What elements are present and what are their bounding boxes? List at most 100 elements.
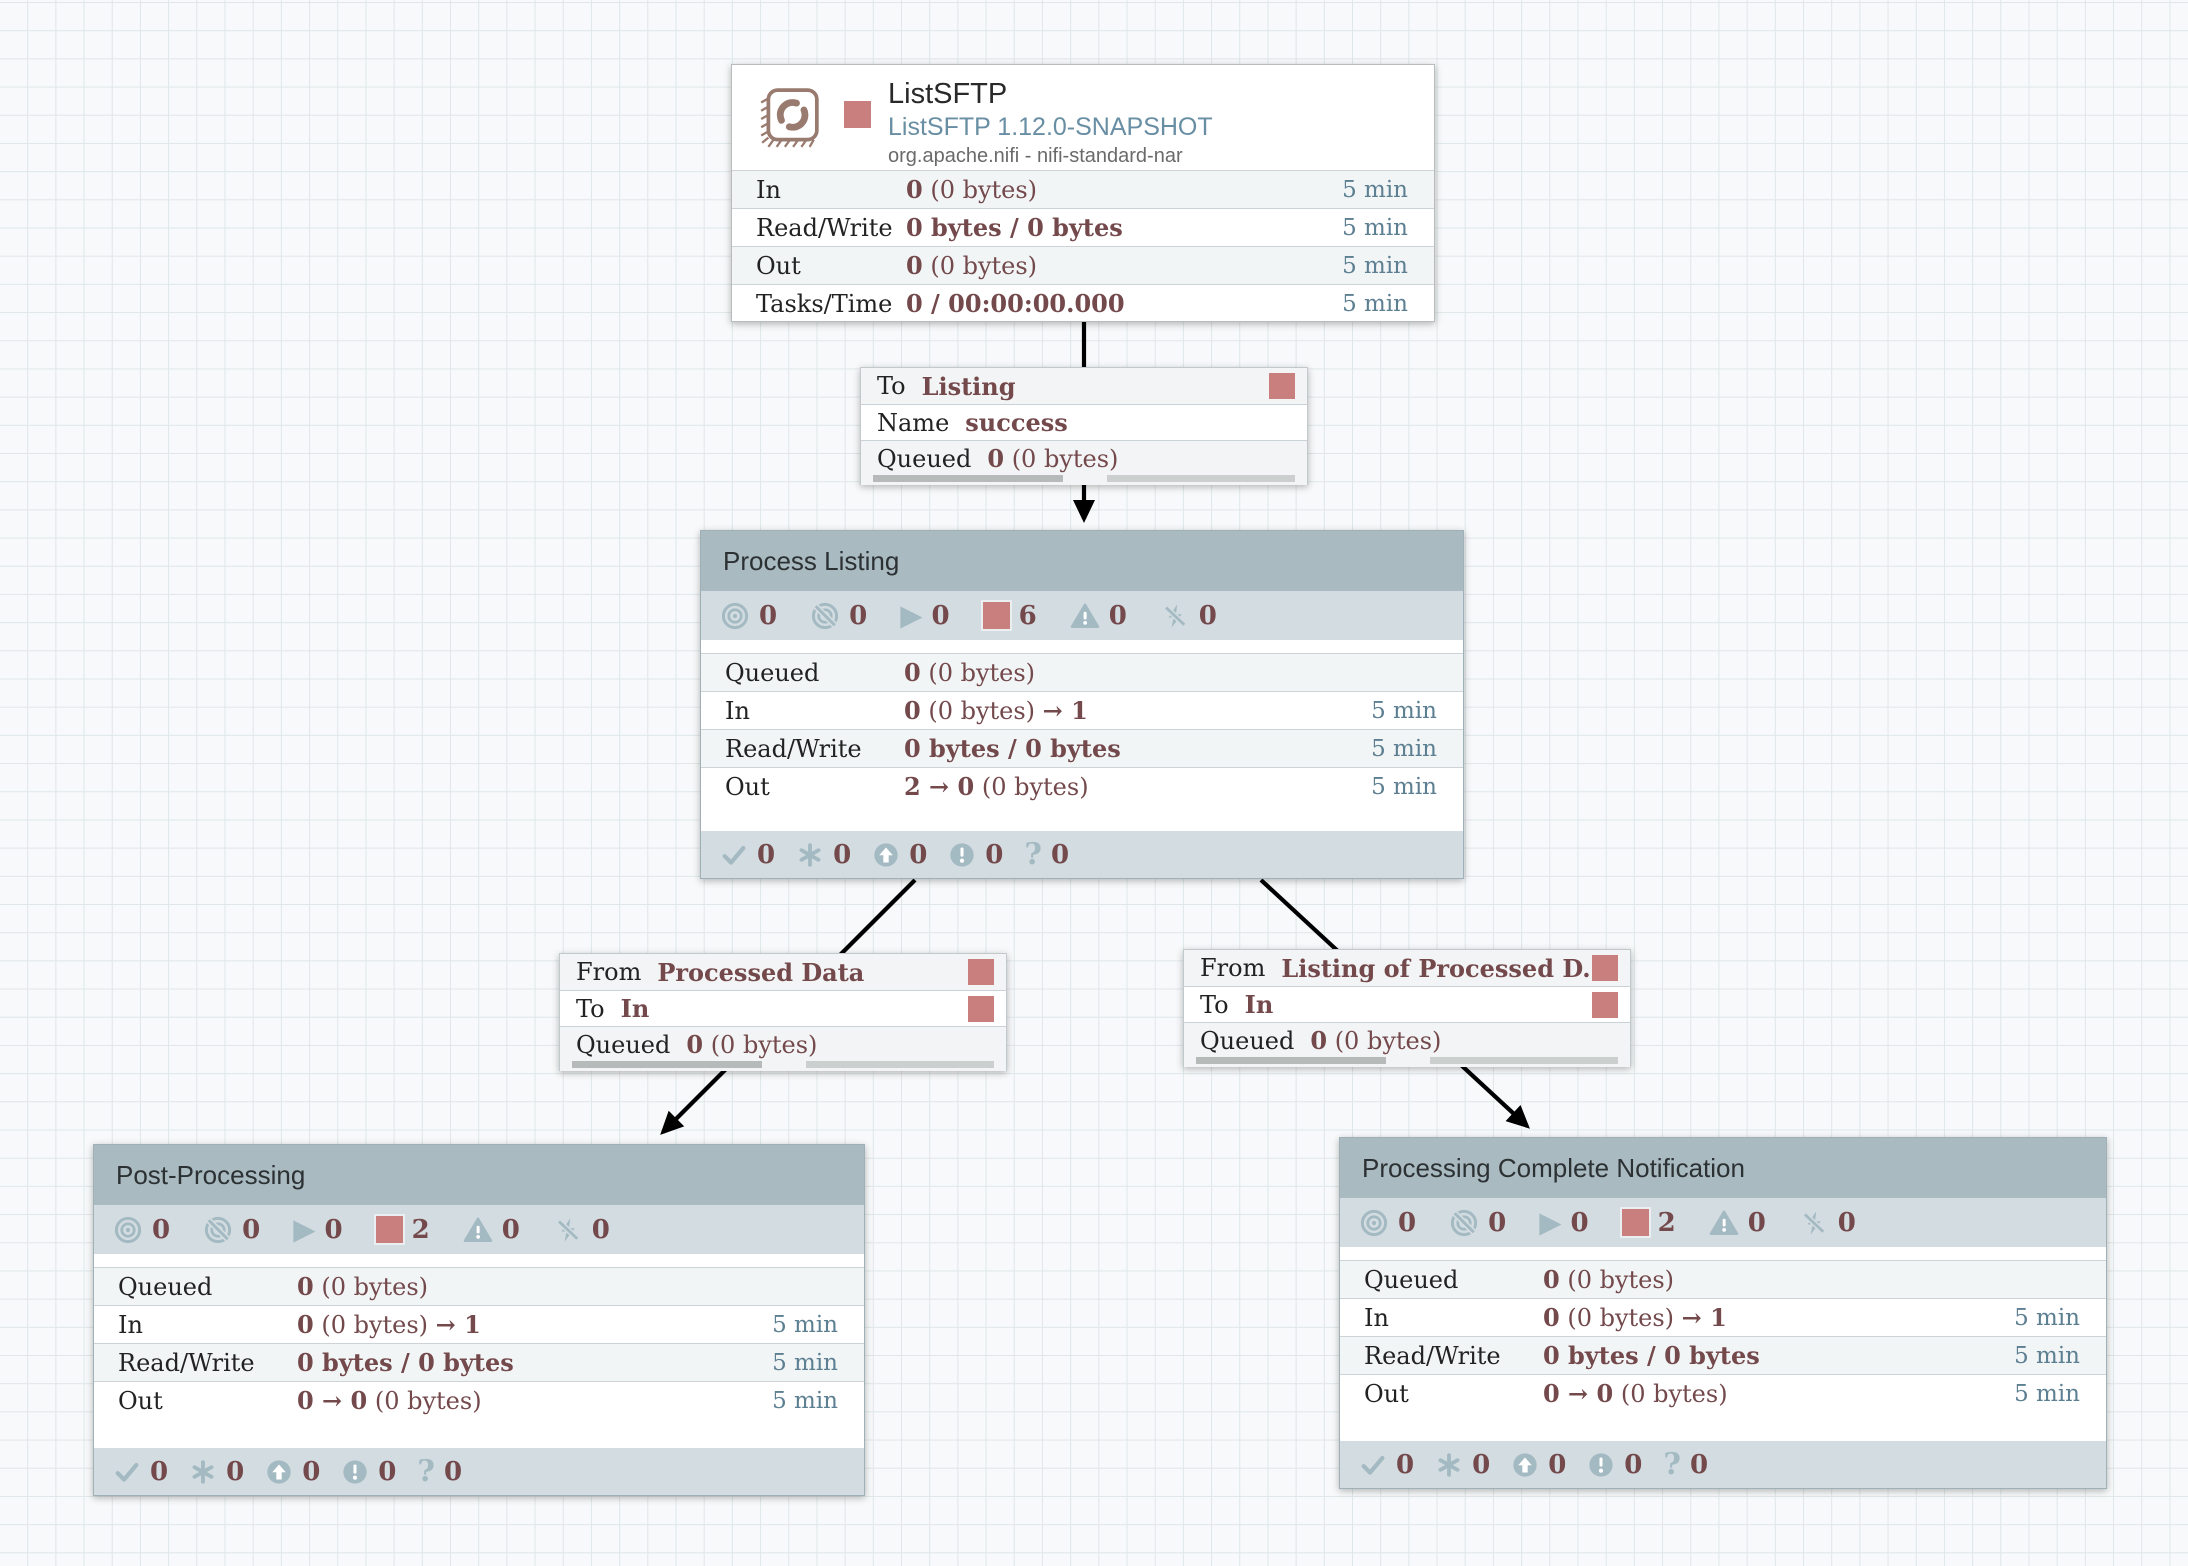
up-to-date-count: 0 [150,1456,169,1487]
queue-capacity-bars [1184,1057,1630,1067]
stat-window: 5 min [772,1311,838,1338]
queued-value: 0 (0 bytes) [987,444,1119,473]
stat-window: 5 min [1342,290,1408,317]
invalid-count: 0 [1108,600,1127,631]
process-group-header[interactable]: Process Listing [701,531,1463,591]
stopped-count: 2 [1657,1207,1676,1238]
stat-window: 5 min [772,1349,838,1376]
connection-label-listing-of-processed[interactable]: From Listing of Processed D... To In Que… [1183,949,1631,1067]
connection-row-value: Listing [921,371,1016,401]
connection-label-processed-data[interactable]: From Processed Data To In Queued 0 (0 by… [559,953,1007,1071]
queue-capacity-bars [560,1061,1006,1071]
stat-window: 5 min [2014,1304,2080,1331]
invalid-icon [463,1215,493,1245]
process-group-post-processing[interactable]: Post-Processing 0 0 ▶ 0 2 0 0 Queued 0 (… [93,1144,865,1496]
stopped-count: 6 [1018,600,1037,631]
stat-value: 2 → 0 (0 bytes) [904,772,1089,801]
connection-row-value: In [1244,990,1274,1019]
process-group-title: Process Listing [723,546,900,576]
process-group-processing-complete-notification[interactable]: Processing Complete Notification 0 0 ▶ 0… [1339,1137,2107,1489]
disabled-icon [1160,601,1190,631]
stopped-state-icon [844,101,871,128]
up-to-date-icon [720,841,748,869]
process-group-version-bar: 0 0 0 0 ? 0 [701,831,1463,878]
stat-value: 0 bytes / 0 bytes [906,213,1123,242]
invalid-count: 0 [501,1214,520,1245]
stat-value: 0 (0 bytes) → 1 [1543,1303,1727,1332]
disabled-icon [553,1215,583,1245]
stat-value: 0 (0 bytes) → 1 [297,1310,481,1339]
connection-row-label: Queued [1200,1026,1295,1055]
stat-label: Read/Write [725,734,862,763]
connection-row-label: Queued [576,1030,671,1059]
stopped-state-icon [968,959,994,985]
queue-size-bar [806,1061,994,1068]
process-group-header[interactable]: Post-Processing [94,1145,864,1205]
processor-listsftp[interactable]: ListSFTP ListSFTP 1.12.0-SNAPSHOT org.ap… [731,64,1435,322]
queue-size-bar [1430,1057,1618,1064]
queue-count-bar [1196,1057,1386,1064]
queue-count-bar [572,1061,762,1068]
stat-row-out: Out 0 (0 bytes) 5 min [732,246,1434,284]
sync-failure-icon: ? [417,1453,435,1489]
connection-row-label: Queued [877,444,972,473]
stat-value: 0 / 00:00:00.000 [906,289,1125,318]
running-count: 0 [324,1214,343,1245]
stat-row-out: Out 2 → 0 (0 bytes) 5 min [701,767,1463,805]
stat-row-out: Out 0 → 0 (0 bytes) 5 min [94,1381,864,1419]
connection-to-row: To Listing [861,368,1307,404]
stat-label: Read/Write [118,1348,255,1377]
connection-row-label: To [576,994,605,1023]
stat-label: In [1364,1303,1389,1332]
disabled-icon [1799,1208,1829,1238]
processor-bundle: org.apache.nifi - nifi-standard-nar [888,145,1183,167]
stopped-icon [1621,1209,1649,1236]
connection-queued-row: Queued 0 (0 bytes) [1184,1022,1630,1058]
stat-value: 0 bytes / 0 bytes [1543,1341,1760,1370]
process-group-title: Processing Complete Notification [1362,1153,1745,1183]
stat-value: 0 → 0 (0 bytes) [297,1386,482,1415]
running-icon: ▶ [900,598,923,632]
processor-name: ListSFTP [888,78,1008,110]
stat-value: 0 (0 bytes) [297,1272,429,1301]
stat-value: 0 (0 bytes) [1543,1265,1675,1294]
sync-failure-count: 0 [443,1456,463,1487]
transmitting-icon [1359,1208,1389,1238]
sync-failure-count: 0 [1689,1449,1709,1480]
locally-modified-and-stale-icon [341,1458,369,1486]
locally-modified-and-stale-count: 0 [985,839,1004,870]
locally-modified-count: 0 [226,1456,245,1487]
stat-row-queued: Queued 0 (0 bytes) [1340,1260,2106,1298]
running-count: 0 [1570,1207,1589,1238]
disabled-count: 0 [1198,600,1217,631]
stat-label: Queued [725,658,820,687]
process-group-status-bar: 0 0 ▶ 0 2 0 0 [1340,1198,2106,1247]
connection-label-listing[interactable]: To Listing Name success Queued 0 (0 byte… [860,367,1308,485]
process-group-version-bar: 0 0 0 0 ? 0 [1340,1441,2106,1488]
process-group-process-listing[interactable]: Process Listing 0 0 ▶ 0 6 0 0 Queued 0 (… [700,530,1464,879]
stat-label: Out [1364,1379,1409,1408]
queued-value: 0 (0 bytes) [1310,1026,1442,1055]
connection-row-label: From [1200,954,1266,982]
locally-modified-icon [1435,1451,1463,1479]
stale-count: 0 [302,1456,321,1487]
transmitting-icon [720,601,750,631]
stat-row-out: Out 0 → 0 (0 bytes) 5 min [1340,1374,2106,1412]
stat-window: 5 min [2014,1342,2080,1369]
not-transmitting-icon [810,601,840,631]
stale-count: 0 [909,839,928,870]
not-transmitting-count: 0 [242,1214,261,1245]
connection-name-row: Name success [861,404,1307,440]
stat-window: 5 min [1342,252,1408,279]
locally-modified-and-stale-icon [948,841,976,869]
sync-failure-icon: ? [1663,1446,1681,1482]
stat-window: 5 min [1342,214,1408,241]
stat-window: 5 min [772,1387,838,1414]
connection-to-row: To In [1184,986,1630,1022]
stat-label: Queued [1364,1265,1459,1294]
sync-failure-icon: ? [1024,836,1042,872]
stat-row-in: In 0 (0 bytes) → 1 5 min [94,1305,864,1343]
process-group-version-bar: 0 0 0 0 ? 0 [94,1448,864,1495]
process-group-header[interactable]: Processing Complete Notification [1340,1138,2106,1198]
